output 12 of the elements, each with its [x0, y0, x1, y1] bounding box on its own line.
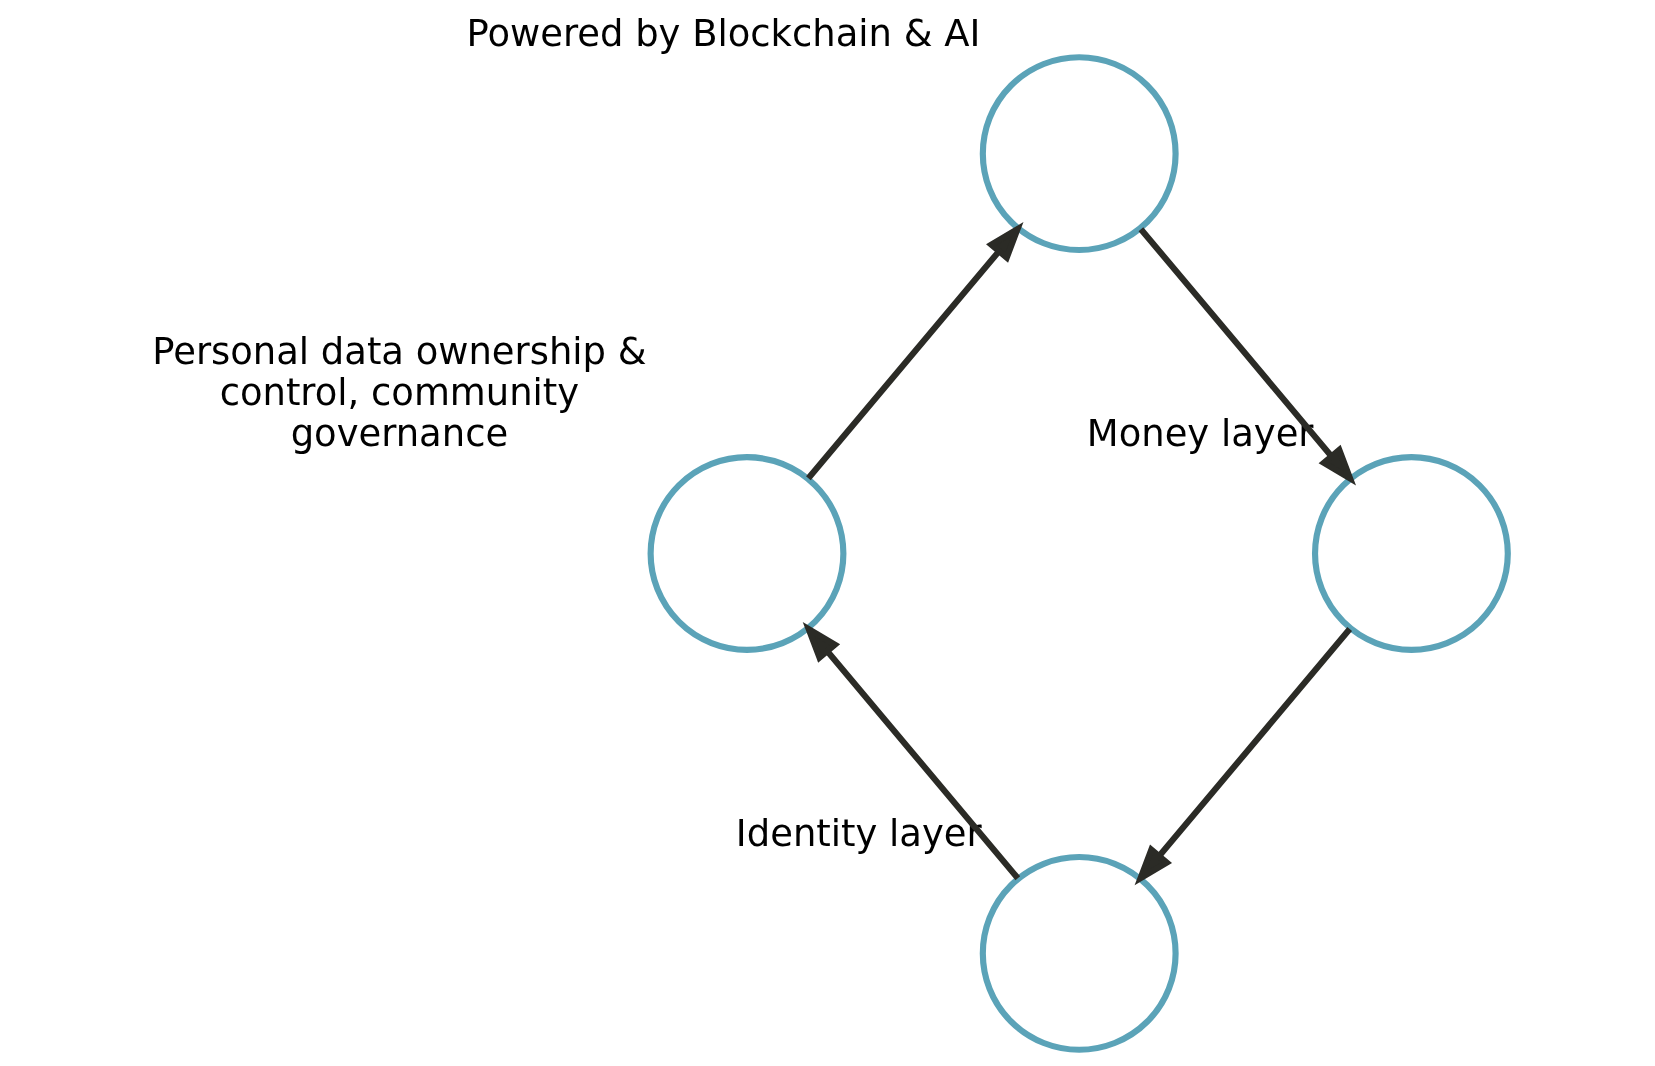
node-circle — [1311, 454, 1511, 653]
node-label: Personal data ownership & control, community governance — [151, 329, 647, 455]
node-label: Identity layer — [735, 811, 982, 855]
node-label: Money layer — [1086, 411, 1314, 455]
arrow — [1138, 227, 1356, 486]
arrow — [802, 621, 1020, 881]
node-circle — [979, 54, 1179, 254]
node-circle — [979, 853, 1179, 1053]
arrow — [805, 222, 1023, 481]
node-circle — [647, 454, 846, 653]
node-label: Powered by Blockchain & AI — [466, 11, 980, 55]
arrow — [1134, 627, 1352, 886]
